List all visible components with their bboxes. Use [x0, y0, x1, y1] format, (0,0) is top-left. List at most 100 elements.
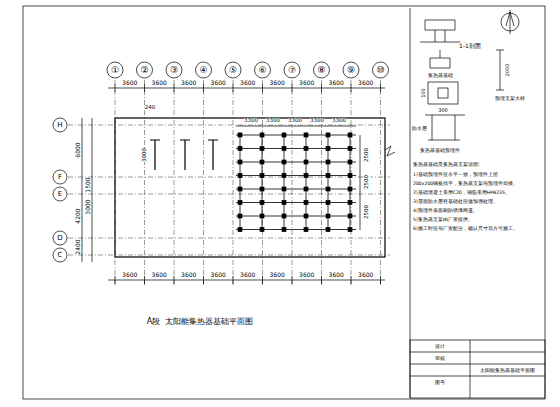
- axis-line: [292, 80, 293, 285]
- dim-line: [236, 126, 356, 127]
- footing: [238, 147, 242, 151]
- footing: [326, 187, 330, 191]
- dim-tick: [380, 276, 381, 284]
- axis-line: [233, 80, 234, 285]
- axis-line: [262, 80, 263, 285]
- dimension-text: 防水层: [412, 126, 427, 131]
- dimension-text: 3600: [122, 80, 137, 86]
- note-text: 6)施工时应与厂家配合，确认尺寸后方可施工。: [413, 227, 518, 232]
- dim-tick: [115, 84, 116, 92]
- footing: [326, 133, 330, 137]
- footing: [304, 187, 308, 191]
- dimension-text: 2500: [364, 148, 370, 162]
- support-line: [236, 135, 356, 136]
- footing: [260, 133, 264, 137]
- dim-tick: [321, 84, 322, 92]
- dimension-text: 3600: [181, 272, 196, 278]
- axis-label: E: [58, 191, 62, 198]
- dim-tick: [292, 84, 293, 92]
- dimension-text: 3600: [270, 272, 285, 278]
- axis-bubble: [255, 62, 271, 78]
- axis-label: ③: [170, 66, 178, 75]
- axis-line: [115, 80, 116, 285]
- dim-tick: [203, 84, 204, 92]
- footing: [238, 160, 242, 164]
- footing: [260, 147, 264, 151]
- dimension-text: 3600: [329, 80, 344, 86]
- dim-tick: [115, 276, 116, 284]
- axis-label: D: [57, 235, 62, 242]
- axis-line: [144, 80, 145, 285]
- footing: [260, 201, 264, 205]
- axis-bubble: [53, 118, 67, 132]
- axis-bubble: [343, 62, 359, 78]
- footing: [282, 133, 286, 137]
- dimension-text: 集热器基础预埋件: [420, 148, 460, 153]
- axis-bubble: [53, 187, 67, 201]
- axis-label: ②: [140, 66, 148, 75]
- footing: [304, 133, 308, 137]
- dim-tick: [174, 84, 175, 92]
- footing: [326, 228, 330, 232]
- footing: [282, 160, 286, 164]
- note-text: 5)集热器支架由厂家提供。: [413, 218, 473, 223]
- dim-tick: [351, 276, 352, 284]
- note-text: 3)屋面防水层在基础处应做加强处理。: [413, 200, 498, 205]
- axis-label: ④: [199, 66, 207, 75]
- footing: [282, 201, 286, 205]
- footing: [348, 201, 352, 205]
- dimension-text: 2500: [364, 205, 370, 219]
- axis-line: [174, 80, 175, 285]
- footing: [282, 187, 286, 191]
- footing: [260, 174, 264, 178]
- note-text: 4)预埋件表面刷防锈漆两道。: [413, 209, 478, 214]
- dimension-text: 3300: [310, 118, 324, 124]
- axis-line: [321, 80, 322, 285]
- support-line: [236, 162, 356, 163]
- axis-bubble: [53, 248, 67, 262]
- dimension-text: 3600: [152, 80, 167, 86]
- dim-tick: [144, 84, 145, 92]
- dimension-text: 3300: [288, 118, 302, 124]
- axis-bubble: [53, 170, 67, 184]
- dimension-text: 3600: [358, 272, 373, 278]
- dim-tick: [321, 276, 322, 284]
- dimension-text: 1-1剖面: [459, 43, 481, 49]
- dim-tick: [262, 84, 263, 92]
- footing: [282, 228, 286, 232]
- axis-bubble: [225, 62, 241, 78]
- footing: [282, 147, 286, 151]
- dimension-text: 2400: [75, 239, 81, 254]
- footing: [304, 201, 308, 205]
- drawing-title: A段 太阳能集热器基础平面图: [147, 318, 254, 326]
- note-text: 2)基础混凝土采用C20，钢筋采用HPB235。: [413, 191, 510, 196]
- dim-tick: [174, 276, 175, 284]
- footing: [348, 174, 352, 178]
- footing: [304, 228, 308, 232]
- axis-label: C: [58, 252, 63, 259]
- dimension-text: 3600: [299, 80, 314, 86]
- axis-label: ⑥: [258, 66, 266, 75]
- dimension-text: 240: [145, 105, 156, 111]
- title-block-text: 设计: [435, 344, 445, 349]
- axis-bubble: [284, 62, 300, 78]
- axis-label: ⑤: [229, 66, 237, 75]
- note-text: 1)基础预埋件应水平一致，预埋件上留: [413, 173, 498, 178]
- dimension-text: 3300: [244, 118, 258, 124]
- footing: [282, 214, 286, 218]
- footing: [326, 201, 330, 205]
- dim-line: [360, 135, 361, 230]
- footing: [326, 174, 330, 178]
- support-line: [236, 216, 356, 217]
- support-line: [236, 229, 356, 230]
- dim-tick: [233, 276, 234, 284]
- dimension-text: 集热器基础: [428, 73, 453, 78]
- axis-line: [68, 177, 390, 178]
- dimension-text: 2500: [364, 175, 370, 189]
- dimension-text: 预埋支架大样: [495, 96, 525, 101]
- axis-bubble: [166, 62, 182, 78]
- dimension-text: 2000: [505, 64, 510, 77]
- footing: [304, 160, 308, 164]
- dimension-text: 3600: [122, 272, 137, 278]
- dimension-text: 3300: [266, 118, 280, 124]
